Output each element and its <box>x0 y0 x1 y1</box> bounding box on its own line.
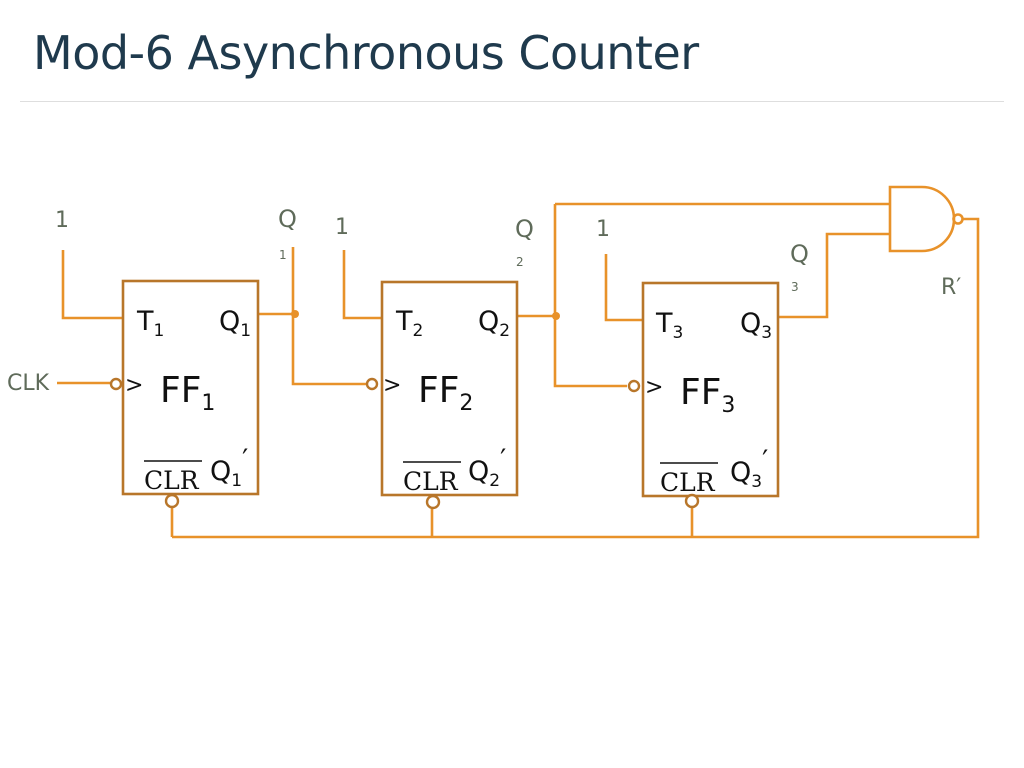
reset-output-label: R′ <box>941 275 961 300</box>
ff1-clock-edge: > <box>125 373 143 398</box>
wire-nand-output <box>172 217 980 539</box>
ff2-qbar-label: Q2′ <box>468 444 506 491</box>
q1-output-sub: 1 <box>279 248 287 262</box>
ff1-clr-label: CLR <box>144 466 200 495</box>
q2-output-label: Q <box>515 215 534 243</box>
const-one-label-1: 1 <box>55 208 69 233</box>
clr-bubble-2 <box>425 494 441 510</box>
wire-t1-input <box>61 250 123 320</box>
const-one-label-3: 1 <box>596 217 610 242</box>
ff3-name: FF3 <box>680 372 735 418</box>
ff1-q-label: Q1 <box>219 306 251 341</box>
ff1-qbar-label: Q1′ <box>210 444 248 491</box>
ff2-clock-edge: > <box>383 373 401 398</box>
ff2-clr-label: CLR <box>403 467 459 496</box>
ff1-name: FF1 <box>160 370 215 416</box>
wire-q3-to-nand <box>778 232 890 319</box>
q1-output-label: Q <box>278 205 297 233</box>
wire-q1-to-ff2-clk <box>291 247 366 386</box>
ff1-t-label: T1 <box>136 306 164 341</box>
ff2-t-label: T2 <box>395 306 423 341</box>
clr-bubble-1 <box>164 493 180 509</box>
page-title: Mod-6 Asynchronous Counter <box>33 26 699 80</box>
q3-output-label: Q <box>790 240 809 268</box>
clr-bubble-3 <box>684 493 700 509</box>
ff3-q-label: Q3 <box>740 308 772 343</box>
q3-output-sub: 3 <box>791 280 799 294</box>
ff3-labels: T3 Q3 > FF3 CLR Q3′ <box>645 308 772 497</box>
flip-flop-3 <box>641 281 780 498</box>
ff2-q-label: Q2 <box>478 306 510 341</box>
q2-output-sub: 2 <box>516 255 524 269</box>
title-divider <box>20 101 1004 102</box>
flip-flop-2 <box>380 280 519 497</box>
wire-t2-input <box>342 250 382 320</box>
ff2-labels: T2 Q2 > FF2 CLR Q2′ <box>383 306 510 496</box>
ff3-t-label: T3 <box>655 308 683 343</box>
flip-flop-1 <box>121 279 260 496</box>
ff3-clock-edge: > <box>645 375 663 400</box>
const-one-label-2: 1 <box>335 215 349 240</box>
nand-inversion-bubble <box>952 213 964 225</box>
ff3-qbar-label: Q3′ <box>730 445 768 492</box>
ff3-clr-label: CLR <box>660 468 716 497</box>
junction-q1 <box>291 310 299 318</box>
ff1-labels: T1 Q1 > FF1 CLR Q1′ <box>125 306 251 495</box>
nand-gate <box>888 185 956 253</box>
clock-bubble-2 <box>365 377 379 391</box>
wire-t3-input <box>604 254 643 322</box>
clk-label: CLK <box>7 371 50 396</box>
clock-bubble-3 <box>627 379 641 393</box>
wire-q2-to-ff3-clk <box>553 204 627 388</box>
junction-q2 <box>552 312 560 320</box>
ff2-name: FF2 <box>418 370 473 416</box>
clock-bubble-1 <box>109 377 123 391</box>
